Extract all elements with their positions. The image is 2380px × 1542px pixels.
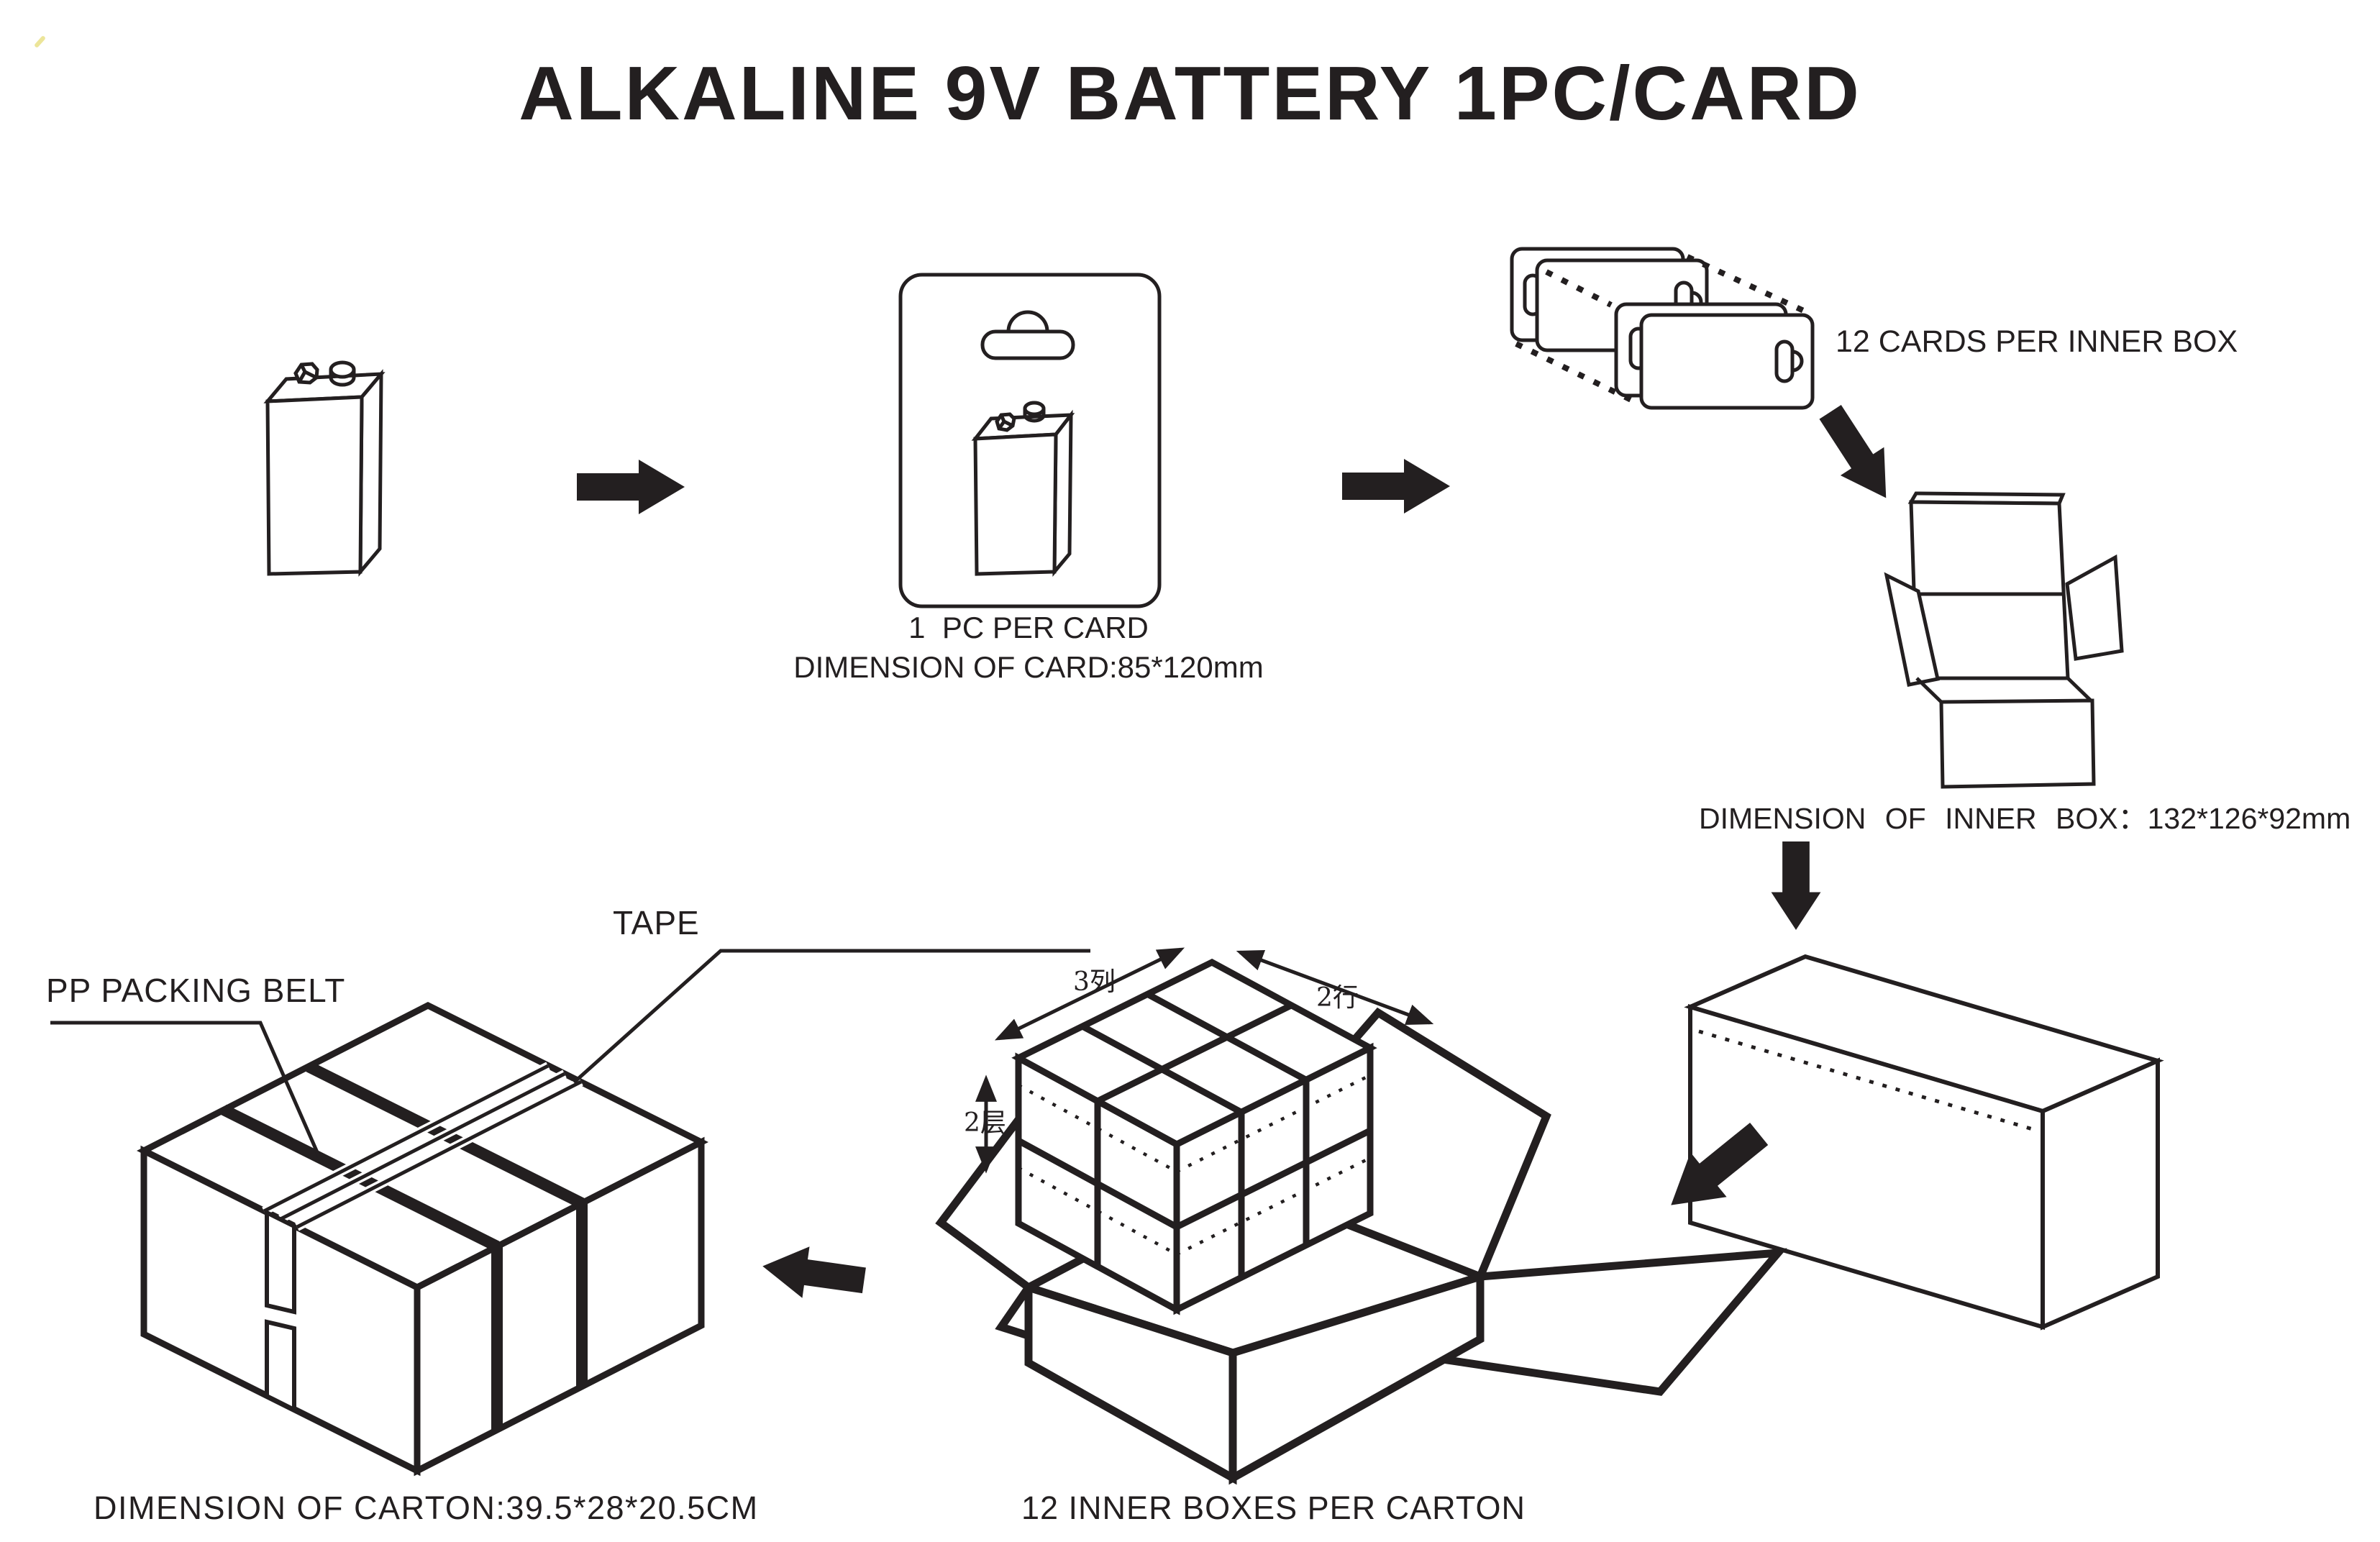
- blister-card-illustration: [898, 273, 1162, 608]
- open-carton-illustration: [935, 958, 1787, 1485]
- battery-illustration: [263, 360, 386, 577]
- arrow-left-icon: [762, 1246, 866, 1298]
- battery-round-terminal: [329, 360, 356, 387]
- arrow-down-icon: [1771, 841, 1821, 931]
- tape-leader-line: [573, 949, 1090, 1084]
- card-4: [1639, 313, 1815, 410]
- rows-arrow-icon: [1236, 950, 1434, 1025]
- stack-callout-arrows: [975, 947, 1434, 1174]
- arrow-right-icon: [577, 460, 685, 514]
- pp-packing-belt-label: PP PACKING BELT: [46, 972, 346, 1009]
- layers-count-label: 2层: [964, 1108, 1006, 1138]
- arrow-down-right-icon: [1819, 405, 1887, 498]
- boxes-per-carton-caption: 12 INNER BOXES PER CARTON: [1021, 1489, 1526, 1526]
- carton-dimension-caption: DIMENSION OF CARTON:39.5*28*20.5CM: [94, 1489, 759, 1526]
- stacking-dotted-lines: [1515, 254, 1808, 406]
- inner-box-dimension-caption: DIMENSION OF INNER BOX：132*126*92mm: [1699, 802, 2351, 835]
- carton-left-face: [1024, 1282, 1237, 1485]
- tape-label: TAPE: [613, 904, 700, 941]
- battery-hex-terminal: [293, 362, 319, 385]
- euro-slot-icon: [980, 310, 1075, 360]
- card-stack-illustration: [1510, 247, 1815, 410]
- carton-right-face: [1228, 1271, 1485, 1485]
- lid-dotted-line: [1698, 1029, 2033, 1131]
- carton-right-face: [414, 1136, 705, 1477]
- columns-arrow-icon: [994, 947, 1185, 1041]
- arrow-right-icon: [1342, 459, 1450, 514]
- closed-inner-box-illustration: [1684, 954, 2164, 1331]
- sealed-carton-illustration: [137, 1001, 708, 1477]
- columns-count-label: 3列: [1073, 967, 1116, 997]
- rows-count-label: 2行: [1316, 983, 1359, 1013]
- card-dimension-caption: DIMENSION OF CARD:85*120mm: [793, 650, 1264, 684]
- label-leader-lines: [50, 949, 1090, 1165]
- page-title: ALKALINE 9V BATTERY 1PC/CARD: [519, 51, 1861, 136]
- open-inner-box-illustration: [1884, 491, 2124, 789]
- side-tape-h-pattern: [265, 1209, 296, 1413]
- card-count-caption: 1 PC PER CARD: [908, 611, 1149, 644]
- cards-per-inner-box-label: 12 CARDS PER INNER BOX: [1836, 324, 2238, 359]
- belt-leader-line: [50, 1021, 324, 1165]
- arrow-down-left-icon: [1671, 1122, 1769, 1205]
- tape-lines: [262, 1062, 583, 1231]
